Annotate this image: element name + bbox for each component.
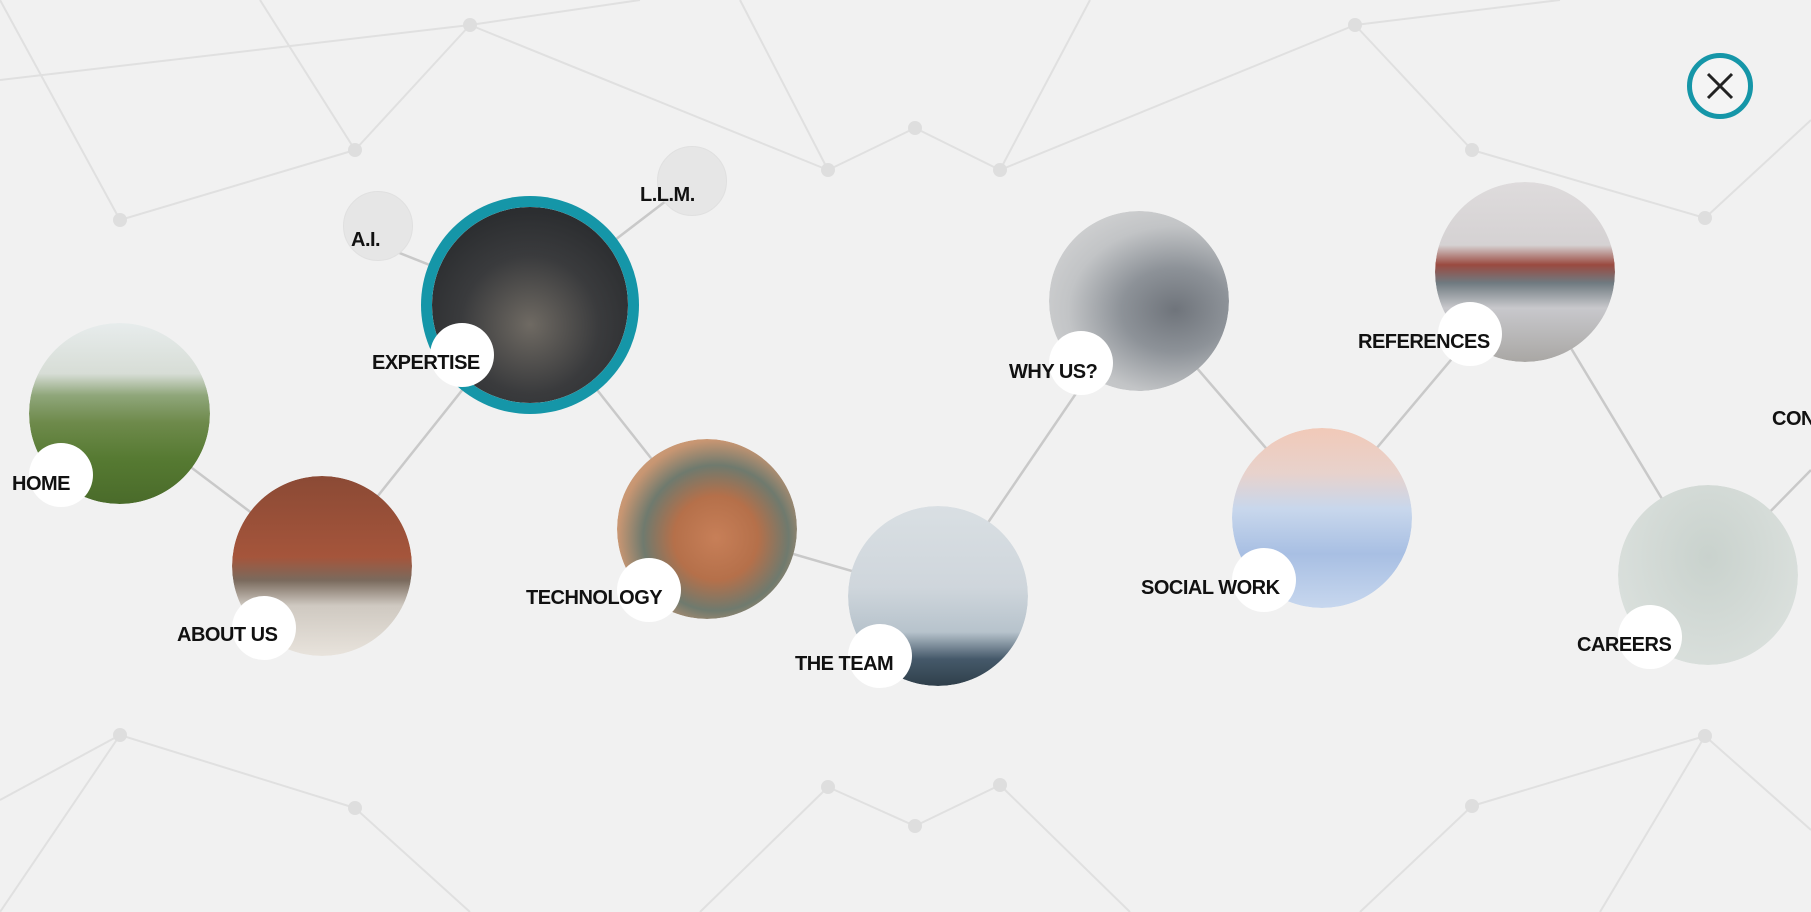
menu-label-technology[interactable]: TECHNOLOGY — [526, 587, 663, 609]
menu-label-careers[interactable]: CAREERS — [1577, 634, 1672, 656]
menu-label-contact-partial[interactable]: CON — [1772, 408, 1811, 430]
close-button[interactable] — [1687, 53, 1753, 119]
subitem-label-llm[interactable]: L.L.M. — [640, 184, 695, 206]
the-team-label-dot — [848, 624, 912, 688]
menu-label-the-team[interactable]: THE TEAM — [795, 653, 894, 675]
careers-label-dot — [1618, 605, 1682, 669]
home-label-dot — [29, 443, 93, 507]
social-work-label-dot — [1232, 548, 1296, 612]
why-us-label-dot — [1049, 331, 1113, 395]
menu-label-about-us[interactable]: ABOUT US — [177, 624, 278, 646]
menu-label-references[interactable]: REFERENCES — [1358, 331, 1490, 353]
about-us-label-dot — [232, 596, 296, 660]
menu-label-social-work[interactable]: SOCIAL WORK — [1141, 577, 1280, 599]
subitem-llm-node[interactable] — [657, 146, 727, 216]
subitem-label-ai[interactable]: A.I. — [351, 229, 381, 251]
menu-label-why-us[interactable]: WHY US? — [1009, 361, 1098, 383]
close-icon — [1706, 72, 1734, 100]
menu-label-expertise[interactable]: EXPERTISE — [372, 352, 480, 374]
subitem-ai-node[interactable] — [343, 191, 413, 261]
references-label-dot — [1438, 302, 1502, 366]
expertise-label-dot — [430, 323, 494, 387]
technology-label-dot — [617, 558, 681, 622]
menu-label-home[interactable]: HOME — [12, 473, 71, 495]
